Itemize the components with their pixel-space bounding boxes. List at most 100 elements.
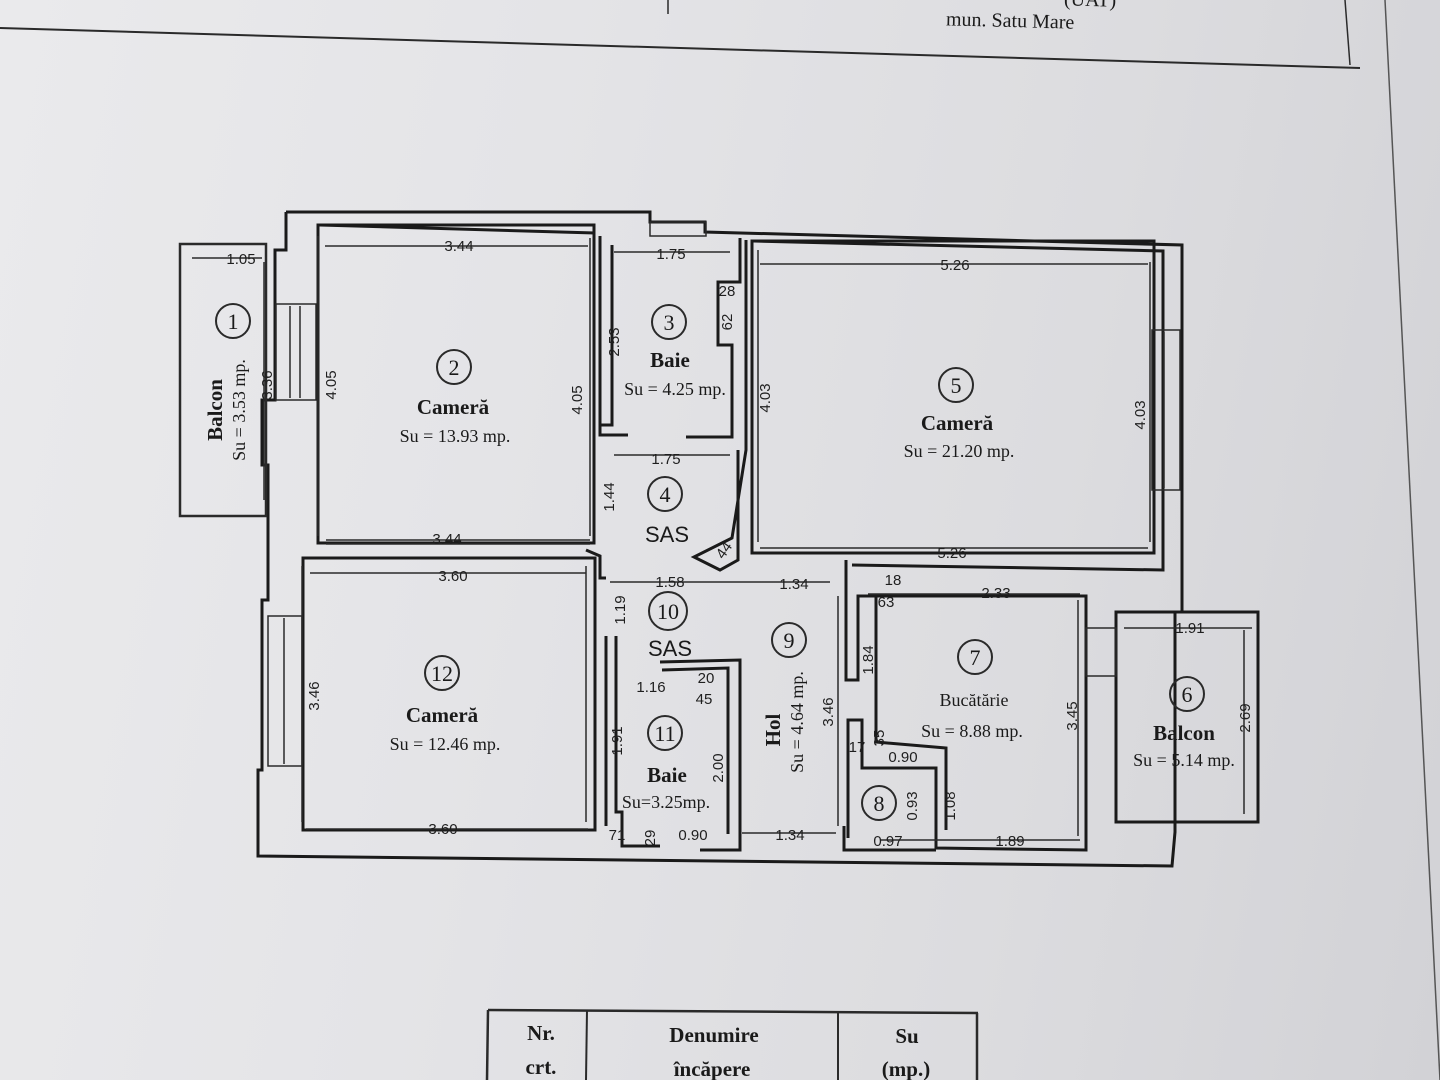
room-3-name: Baie — [650, 348, 690, 372]
dim-label: 5.26 — [937, 545, 966, 562]
room-3: 3 Baie Su = 4.25 mp. — [624, 304, 726, 399]
dim-label: 18 — [885, 572, 902, 589]
room-2-number: 2 — [449, 355, 460, 380]
room-11-number: 11 — [654, 721, 675, 746]
room-2-name: Cameră — [417, 395, 490, 419]
dim-label: 62 — [719, 314, 736, 331]
dim-label: 3.60 — [438, 568, 467, 585]
table-header-su-line1: Su — [895, 1024, 919, 1048]
dim-label: 5.26 — [940, 257, 969, 274]
dim-label: 3.46 — [820, 697, 837, 726]
dimension-labels: 1.05 3.36 3.44 4.05 4.05 3.44 1.75 2.53 … — [226, 238, 1254, 850]
dim-label: 3.36 — [259, 370, 276, 399]
room-1-number: 1 — [228, 309, 239, 334]
dim-label: 4.03 — [757, 383, 774, 412]
dim-label: 1.08 — [942, 791, 959, 820]
room-2: 2 Cameră Su = 13.93 mp. — [400, 349, 510, 446]
dim-label: 28 — [719, 283, 736, 300]
header-top-text: (UAT) — [1064, 0, 1117, 12]
dim-label: 0.90 — [678, 827, 707, 844]
dim-label: 3.44 — [444, 238, 473, 255]
room-5-number: 5 — [951, 373, 962, 398]
room-12-name: Cameră — [406, 703, 479, 727]
dim-label: 1.19 — [612, 595, 629, 624]
dim-label: 17 — [849, 739, 866, 756]
dim-label: 4.05 — [323, 370, 340, 399]
dim-label: 3.45 — [1064, 701, 1081, 730]
room-9: 9 Hol Su = 4.64 mp. — [761, 622, 807, 773]
dim-label: 1.75 — [656, 246, 685, 263]
room-6-area: Su = 5.14 mp. — [1133, 750, 1235, 770]
dim-label: 1.16 — [636, 679, 665, 696]
dim-label: 1.91 — [609, 726, 626, 755]
room-5: 5 Cameră Su = 21.20 mp. — [904, 367, 1015, 461]
table-header-su-line2: (mp.) — [882, 1057, 930, 1080]
dim-label: 3.46 — [306, 681, 323, 710]
dim-label: 29 — [642, 830, 659, 847]
room-walls — [178, 223, 1260, 852]
dim-label: 3.60 — [428, 821, 457, 838]
room-5-area: Su = 21.20 mp. — [904, 441, 1015, 461]
page-edge — [1384, 0, 1440, 1080]
dim-label: 1.89 — [995, 833, 1024, 850]
dim-label: 2.33 — [981, 585, 1010, 602]
room-1-name: Balcon — [203, 379, 227, 441]
dim-label: 4.05 — [569, 385, 586, 414]
dim-label: 1.75 — [651, 451, 680, 468]
room-5-name: Cameră — [921, 411, 994, 435]
dim-label: 2.53 — [606, 327, 623, 356]
room-3-area: Su = 4.25 mp. — [624, 379, 726, 399]
dim-label: 4.03 — [1132, 400, 1149, 429]
room-6-number: 6 — [1182, 682, 1193, 707]
dim-label: 0.93 — [904, 791, 921, 820]
table-header-nr-line1: Nr. — [527, 1021, 555, 1045]
room-7: 7 Bucătărie Su = 8.88 mp. — [921, 639, 1023, 741]
dim-label: 1.44 — [601, 482, 618, 511]
dim-label: 20 — [698, 670, 715, 687]
dim-label: 0.97 — [873, 833, 902, 850]
header-location: mun. Satu Mare — [946, 8, 1075, 33]
room-12-area: Su = 12.46 mp. — [390, 734, 501, 754]
dim-label: 1.05 — [226, 251, 255, 268]
header-table: (UAT) mun. Satu Mare — [0, 0, 1361, 69]
room-4-name: SAS — [645, 522, 689, 547]
room-8: 8 — [861, 785, 897, 821]
dim-label: 0.90 — [888, 749, 917, 766]
dim-label: 2.00 — [710, 753, 727, 782]
room-1: 1 Balcon Su = 3.53 mp. — [203, 303, 251, 461]
table-header-name-line2: încăpere — [673, 1057, 751, 1080]
dimension-lines — [192, 236, 1252, 841]
room-11-area: Su=3.25mp. — [622, 792, 710, 812]
room-9-area: Su = 4.64 mp. — [787, 671, 807, 773]
room-3-number: 3 — [664, 310, 675, 335]
room-11-name: Baie — [647, 763, 687, 787]
room-7-area: Su = 8.88 mp. — [921, 721, 1023, 741]
room-5-outline — [750, 239, 1156, 555]
windows — [267, 221, 1181, 767]
dim-label: 1.91 — [1175, 620, 1204, 637]
room-4: 4 SAS — [645, 476, 689, 547]
room-11: 11 Baie Su=3.25mp. — [622, 715, 710, 812]
table-header-nr-line2: crt. — [526, 1055, 557, 1079]
dim-label: 1.58 — [655, 574, 684, 591]
room-7-number: 7 — [970, 645, 981, 670]
room-10: 10 SAS — [648, 591, 692, 661]
room-12-outline — [301, 556, 597, 832]
dim-label: 2.69 — [1237, 703, 1254, 732]
area-table: Nr. crt. Denumire încăpere Su (mp.) — [485, 1008, 979, 1080]
room-7-name: Bucătărie — [940, 690, 1009, 710]
dim-label: 35 — [871, 730, 888, 747]
room-9-number: 9 — [784, 628, 795, 653]
room-12: 12 Cameră Su = 12.46 mp. — [390, 655, 501, 754]
balcony-6-outline — [1114, 610, 1260, 824]
room-1-area: Su = 3.53 mp. — [229, 359, 249, 461]
room-4-number: 4 — [660, 482, 671, 507]
table-header-name-line1: Denumire — [669, 1023, 758, 1047]
dim-label: 1.84 — [860, 645, 877, 674]
balcony-1-outline — [178, 242, 268, 518]
room-6-name: Balcon — [1153, 721, 1215, 745]
dim-label: 1.34 — [779, 576, 808, 593]
room-6: 6 Balcon Su = 5.14 mp. — [1133, 676, 1235, 770]
